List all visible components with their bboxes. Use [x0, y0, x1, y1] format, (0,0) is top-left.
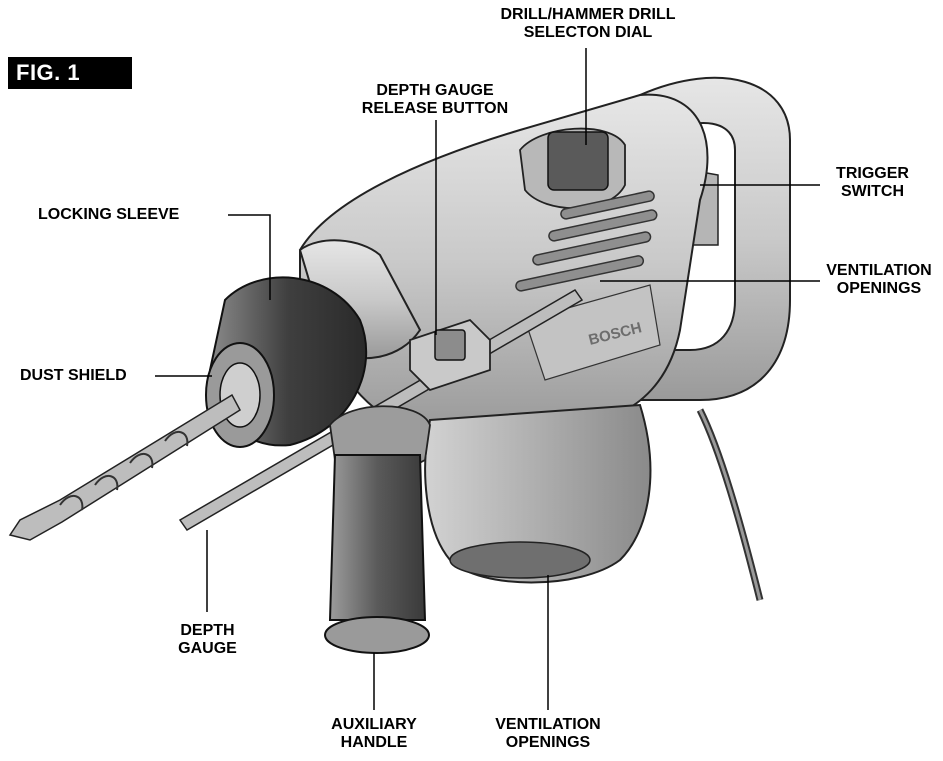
aux-handle-base — [324, 616, 430, 654]
motor-housing — [424, 403, 652, 584]
depth-release-button — [434, 329, 466, 361]
leader-locking-sleeve — [228, 214, 271, 300]
selector-knob — [547, 131, 609, 191]
bottom-vent-ring — [449, 541, 591, 579]
label-selection-dial: DRILL/HAMMER DRILL SELECTON DIAL — [500, 6, 676, 41]
aux-handle-grip — [328, 454, 427, 621]
label-auxiliary-handle: AUXILIARY HANDLE — [331, 716, 417, 751]
label-depth-gauge-release: DEPTH GAUGE RELEASE BUTTON — [361, 82, 509, 117]
figure-tag: FIG. 1 — [8, 57, 132, 89]
label-dust-shield: DUST SHIELD — [20, 367, 127, 384]
label-trigger-switch: TRIGGER SWITCH — [836, 165, 909, 200]
drill-bit — [8, 393, 241, 541]
label-ventilation-openings-bottom: VENTILATION OPENINGS — [495, 716, 601, 751]
label-locking-sleeve: LOCKING SLEEVE — [38, 206, 180, 223]
label-ventilation-openings-right: VENTILATION OPENINGS — [826, 262, 932, 297]
rear-handle — [638, 76, 791, 401]
brand-panel — [524, 284, 661, 381]
label-depth-gauge: DEPTH GAUGE — [178, 622, 237, 657]
vent-slots — [515, 190, 658, 292]
power-cord — [696, 408, 764, 601]
